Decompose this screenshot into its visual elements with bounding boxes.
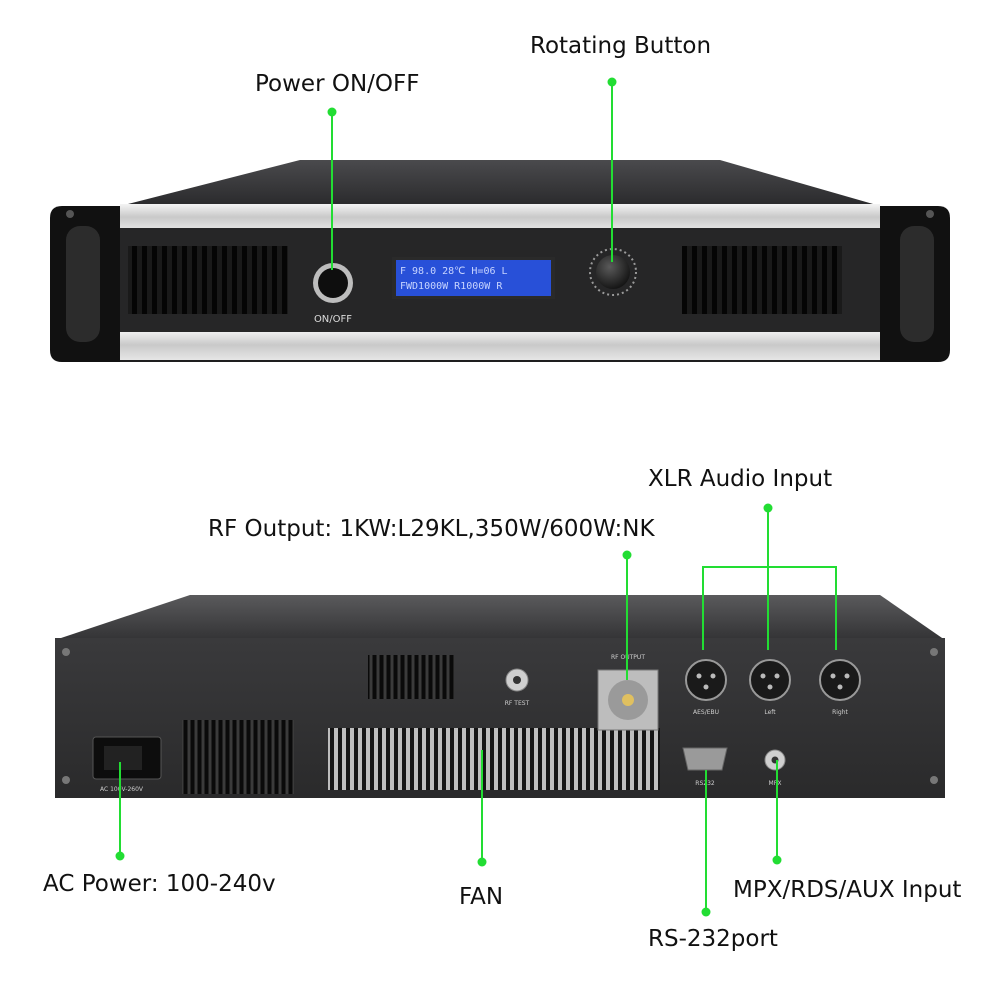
xlr-right-label: Right (832, 709, 848, 716)
rf-test-label: RF TEST (505, 700, 530, 707)
front-bottom-trim (120, 330, 880, 360)
xlr-right[interactable] (819, 659, 861, 701)
front-vent-left (128, 246, 288, 314)
rf-test-pin (513, 676, 521, 684)
front-top-trim (120, 204, 880, 230)
xlr-aes-ebu[interactable] (685, 659, 727, 701)
xlr-pin (830, 673, 836, 679)
xlr-pin (837, 684, 843, 690)
callout-mpx-input: MPX/RDS/AUX Input (733, 877, 962, 903)
xlr-pin (774, 673, 780, 679)
callout-dot (607, 77, 617, 87)
rf-output-pin (622, 694, 634, 706)
xlr-connector-icon (819, 659, 861, 701)
callout-dot (772, 855, 782, 865)
callout-dots (115, 77, 782, 917)
callout-rs232-port: RS-232port (648, 926, 778, 952)
xlr-connector-icon (749, 659, 791, 701)
callout-dot (115, 851, 125, 861)
xlr-pin (696, 673, 702, 679)
fan-grille (328, 728, 660, 790)
callout-dot (477, 857, 487, 867)
callout-xlr-audio-input: XLR Audio Input (648, 466, 833, 492)
callout-dot (763, 503, 773, 513)
rs232-connector[interactable] (682, 747, 728, 771)
screw-icon (66, 210, 74, 218)
rotating-knob[interactable] (589, 248, 637, 296)
callout-dot (701, 907, 711, 917)
xlr-pin (767, 684, 773, 690)
front-top-cover (120, 160, 880, 206)
power-button[interactable] (313, 263, 353, 303)
rear-vent-left (182, 720, 294, 794)
knob-scale (589, 248, 637, 296)
callout-rotating-button: Rotating Button (530, 33, 712, 59)
callout-power: Power ON/OFF (255, 71, 420, 97)
callout-lines (119, 82, 837, 912)
xlr-connector-icon (685, 659, 727, 701)
ac-inlet-socket (104, 746, 142, 770)
xlr-pin (710, 673, 716, 679)
knob-icon (596, 255, 630, 289)
power-icon (318, 268, 348, 298)
lcd-line-1: F 98.0 28℃ H=06 L (400, 266, 508, 277)
rear-top-cover (55, 595, 945, 640)
xlr-aes-label: AES/EBU (693, 709, 719, 716)
callout-dot (327, 107, 337, 117)
screw-icon (62, 776, 70, 784)
lcd-display (396, 260, 551, 296)
handle-left-inner (66, 226, 100, 342)
rf-output-label: RF OUTPUT (611, 654, 645, 661)
front-vent-right (682, 246, 842, 314)
xlr-left[interactable] (749, 659, 791, 701)
xlr-pin (760, 673, 766, 679)
screw-icon (930, 648, 938, 656)
screw-icon (926, 210, 934, 218)
callout-line-xlr-bracket (702, 566, 837, 650)
rear-unit: AC 100V-260V RF TEST RF OUTPUT AES/EBU L… (55, 595, 945, 798)
screw-icon (62, 648, 70, 656)
rear-vent-top (368, 655, 454, 699)
handle-right-inner (900, 226, 934, 342)
mpx-label: MPX (769, 780, 782, 787)
xlr-left-label: Left (764, 709, 776, 716)
callout-fan: FAN (459, 884, 504, 910)
callout-dot (622, 550, 632, 560)
front-unit: ON/OFF F 98.0 28℃ H=06 L FWD1000W R1000W… (50, 160, 950, 362)
ac-inlet-label: AC 100V-260V (100, 786, 144, 793)
xlr-pin (703, 684, 709, 690)
callout-ac-power: AC Power: 100-240v (43, 871, 276, 897)
xlr-pin (844, 673, 850, 679)
lcd-line-2: FWD1000W R1000W R (400, 281, 503, 292)
power-button-label: ON/OFF (314, 314, 352, 325)
screw-icon (930, 776, 938, 784)
callout-rf-output: RF Output: 1KW:L29KL,350W/600W:NK (208, 516, 655, 542)
